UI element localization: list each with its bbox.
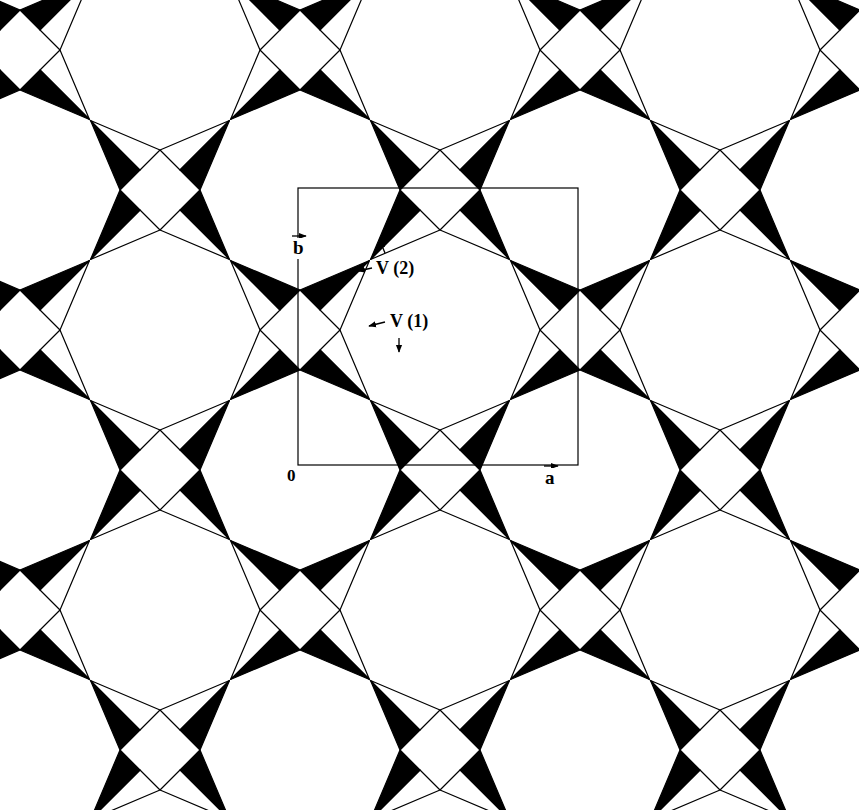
tetrahedron-face bbox=[440, 770, 509, 810]
tetrahedron-face bbox=[720, 210, 789, 259]
tetrahedron-face bbox=[791, 330, 840, 399]
tetrahedron-face bbox=[180, 401, 229, 470]
tetrahedron-face bbox=[0, 261, 20, 310]
tetrahedron-face bbox=[160, 770, 229, 810]
tetrahedron-face bbox=[320, 0, 369, 50]
tetrahedron-face bbox=[180, 681, 229, 750]
tetrahedron-face bbox=[160, 490, 229, 539]
tetrahedron-face bbox=[740, 401, 789, 470]
tetrahedron-face bbox=[460, 681, 509, 750]
tetrahedron-face bbox=[91, 681, 160, 730]
tetrahedron-face bbox=[740, 121, 789, 190]
tetrahedron-face bbox=[300, 70, 369, 119]
tetrahedron-face bbox=[91, 190, 140, 259]
tetrahedron-face bbox=[0, 350, 20, 399]
tetrahedron-face bbox=[600, 0, 649, 50]
tetrahedron-face bbox=[231, 610, 280, 679]
tetrahedron-face bbox=[651, 190, 700, 259]
vector-arrow bbox=[544, 465, 558, 466]
tetrahedron-face bbox=[651, 401, 720, 450]
tetrahedron-face bbox=[371, 681, 440, 730]
tetrahedron-face bbox=[160, 210, 229, 259]
tetrahedron-face bbox=[460, 121, 509, 190]
axis-label: a bbox=[543, 468, 557, 489]
tetrahedron-face bbox=[371, 190, 420, 259]
tetrahedron-face bbox=[91, 750, 140, 810]
tetrahedron-face bbox=[791, 610, 840, 679]
tetrahedron-face bbox=[651, 470, 700, 539]
tetrahedron-face bbox=[580, 350, 649, 399]
tetrahedron-face bbox=[0, 630, 20, 679]
tetrahedron-face bbox=[720, 770, 789, 810]
tetrahedron-face bbox=[91, 121, 160, 170]
tetrahedron-face bbox=[320, 541, 369, 610]
tetrahedron-face bbox=[371, 401, 440, 450]
tetrahedron-face bbox=[0, 70, 20, 119]
tetrahedron-face bbox=[580, 70, 649, 119]
tetrahedron-face bbox=[0, 0, 20, 30]
tetrahedron-face bbox=[511, 50, 560, 119]
tetrahedron-face bbox=[40, 541, 89, 610]
tetrahedron-face bbox=[320, 261, 369, 330]
leader-arrow bbox=[380, 241, 385, 253]
tetrahedron-face bbox=[300, 630, 369, 679]
tetrahedron-face bbox=[791, 0, 859, 30]
tetrahedron-face bbox=[20, 350, 89, 399]
tetrahedron-face bbox=[511, 0, 580, 30]
tetrahedron-face bbox=[651, 681, 720, 730]
tetrahedron-face bbox=[600, 541, 649, 610]
tetrahedron-face bbox=[91, 470, 140, 539]
tetrahedron-face bbox=[440, 210, 509, 259]
tetrahedron-face bbox=[91, 401, 160, 450]
tetrahedron-face bbox=[791, 50, 840, 119]
tetrahedron-face bbox=[20, 630, 89, 679]
tetrahedron-face bbox=[511, 261, 580, 310]
axis-label: b bbox=[291, 238, 306, 259]
tetrahedron-face bbox=[791, 541, 859, 590]
tetrahedron-face bbox=[40, 0, 89, 50]
tetrahedron-face bbox=[600, 261, 649, 330]
site-label: V (1) bbox=[388, 312, 430, 332]
tetrahedron-face bbox=[0, 541, 20, 590]
tetrahedron-face bbox=[740, 681, 789, 750]
tetrahedron-face bbox=[791, 261, 859, 310]
unit-cell bbox=[298, 188, 578, 465]
tetrahedron-face bbox=[720, 490, 789, 539]
tetrahedron-face bbox=[231, 541, 300, 590]
origin-label: 0 bbox=[285, 467, 298, 486]
tetrahedron-face bbox=[371, 121, 440, 170]
tetrahedron-face bbox=[460, 401, 509, 470]
tetrahedron-face bbox=[651, 121, 720, 170]
tetrahedron-face bbox=[580, 630, 649, 679]
tetrahedron-face bbox=[180, 121, 229, 190]
tetrahedron-face bbox=[371, 750, 420, 810]
tetrahedron-face bbox=[440, 490, 509, 539]
tetrahedron-face bbox=[511, 330, 560, 399]
leader-arrow bbox=[358, 268, 372, 271]
tetrahedron-face bbox=[511, 610, 560, 679]
tetrahedron-face bbox=[40, 261, 89, 330]
tetrahedron-face bbox=[231, 330, 280, 399]
tetrahedron-face bbox=[231, 261, 300, 310]
tetrahedron-face bbox=[20, 70, 89, 119]
leader-arrow bbox=[369, 322, 385, 326]
site-label: V (2) bbox=[374, 259, 416, 279]
tetrahedron-face bbox=[300, 350, 369, 399]
leader-arrows bbox=[292, 236, 558, 466]
tetrahedron-face bbox=[231, 0, 300, 30]
tetrahedron-face bbox=[651, 750, 700, 810]
tetrahedron-face bbox=[371, 470, 420, 539]
tetrahedron-face bbox=[231, 50, 280, 119]
tetrahedron-face bbox=[511, 541, 580, 590]
leader-arrow bbox=[398, 338, 399, 352]
vector-arrow bbox=[292, 235, 306, 236]
